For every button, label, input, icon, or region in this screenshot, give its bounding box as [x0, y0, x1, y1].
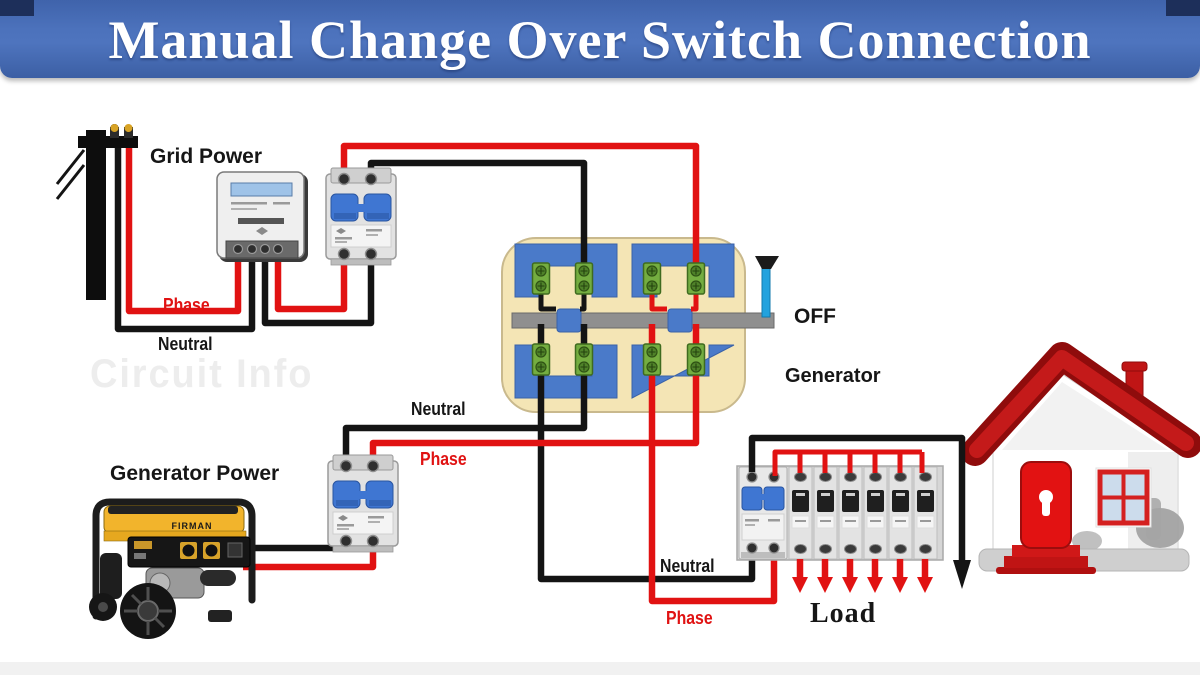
utility-pole: [55, 124, 138, 300]
load-phase-label: Phase: [666, 608, 713, 628]
neutral-arrow: [953, 560, 971, 589]
house: [961, 342, 1200, 574]
grid-phase-label: Phase: [163, 295, 210, 315]
switch-position-generator-label: Generator: [785, 365, 881, 387]
load-neutral-label: Neutral: [660, 556, 715, 576]
generator-power-label: Generator Power: [110, 462, 280, 485]
load-label: Load: [810, 598, 877, 629]
portable-generator: FIRMAN: [89, 498, 256, 639]
generator-mcb: [327, 454, 399, 553]
contact-bracket: [631, 243, 735, 298]
grid-power-label: Grid Power: [150, 145, 263, 168]
grid-neutral-label: Neutral: [158, 334, 213, 354]
phase-to-distribution: [648, 324, 778, 605]
meter-neutral-wire: [261, 252, 375, 327]
page-title: Manual Change Over Switch Connection: [108, 10, 1092, 70]
grid-phase-to-switch: [340, 142, 700, 272]
grid-mcb: [325, 167, 397, 266]
generator-brand: FIRMAN: [172, 521, 213, 531]
load-arrows: [796, 559, 929, 579]
switch-position-off-label: OFF: [794, 305, 836, 328]
changeover-switch: [501, 237, 779, 413]
generator-neutral-to-switch: [342, 324, 588, 464]
phase-busbar: [772, 449, 925, 476]
switch-slide-bar: [511, 312, 775, 329]
grid-phase-wire: [125, 140, 242, 315]
title-banner: Manual Change Over Switch Connection: [0, 0, 1200, 78]
switch-internal-wire: [580, 288, 587, 312]
main-breaker: [738, 466, 788, 560]
switch-internal-wire: [691, 288, 699, 312]
generator-phase-label: Phase: [420, 449, 467, 469]
slider-knob: [667, 308, 693, 333]
watermark: Circuit Info: [90, 352, 314, 396]
switch-internal-wire: [649, 288, 667, 312]
meter-lcd-display: [230, 182, 293, 197]
neutral-to-distribution: [537, 324, 756, 583]
neutral-to-load-wire: [748, 434, 966, 562]
contact-bracket: [631, 344, 735, 399]
banner-corner-left: [0, 0, 34, 16]
switch-handle-tip: [755, 256, 779, 269]
banner-corner-right: [1166, 0, 1200, 16]
load-distribution: [748, 434, 971, 593]
keyhole: [1042, 499, 1050, 516]
footer-band: [0, 662, 1200, 675]
switch-internal-wire: [538, 288, 556, 312]
slider-knob: [556, 308, 582, 333]
meter-phase-wire: [274, 252, 348, 313]
generator-phase-to-switch: [369, 324, 700, 464]
grid-neutral-wire: [114, 145, 256, 333]
energy-meter: [216, 171, 308, 262]
generator-neutral-label: Neutral: [411, 399, 466, 419]
distribution-board: [736, 465, 944, 561]
switch-handle: [761, 263, 771, 318]
